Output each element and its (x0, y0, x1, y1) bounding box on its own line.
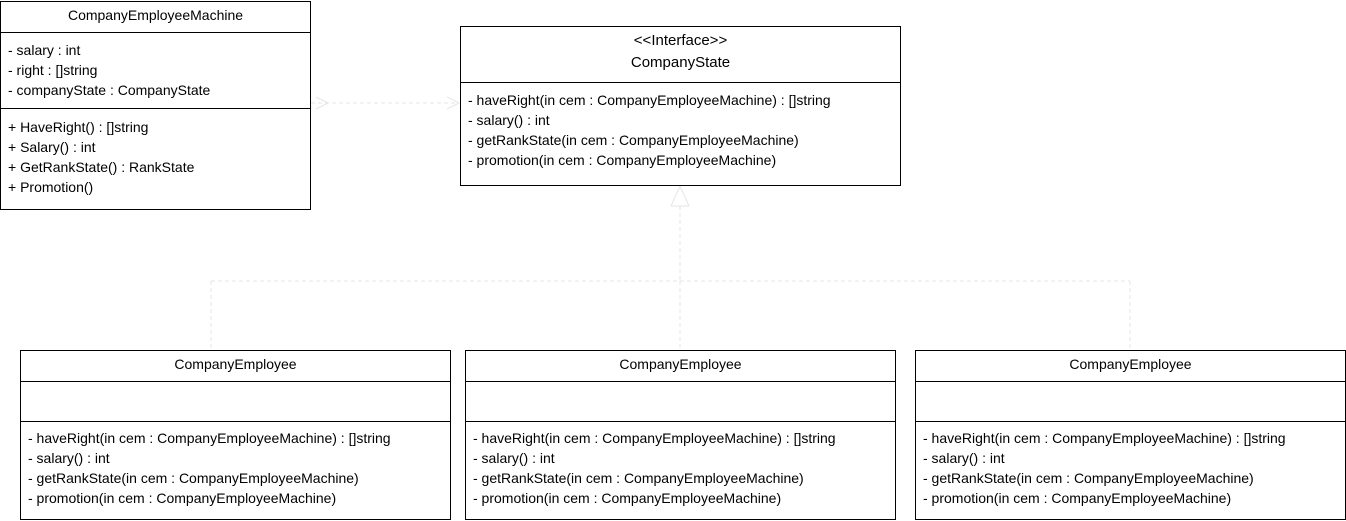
operation: + GetRankState() : RankState (8, 159, 195, 175)
operations-compartment: - haveRight(in cem : CompanyEmployeeMach… (21, 421, 450, 508)
operations-compartment: + HaveRight() : []string + Salary() : in… (1, 108, 310, 197)
class-company-employee-machine[interactable]: CompanyEmployeeMachine - salary : int - … (0, 1, 311, 210)
interface-company-state[interactable]: <<Interface>> CompanyState - haveRight(i… (460, 26, 901, 186)
operation: - haveRight(in cem : CompanyEmployeeMach… (28, 430, 391, 446)
attribute: - companyState : CompanyState (8, 82, 211, 98)
interface-name: CompanyState (630, 54, 731, 71)
operation: - promotion(in cem : CompanyEmployeeMach… (28, 490, 337, 506)
operation: - getRankState(in cem : CompanyEmployeeM… (923, 470, 1254, 486)
realization-arrowhead-hollow (670, 184, 690, 207)
operation: - getRankState(in cem : CompanyEmployeeM… (468, 132, 799, 148)
class-name: CompanyEmployee (466, 351, 895, 382)
operation: - salary() : int (28, 450, 110, 466)
class-company-employee-2[interactable]: CompanyEmployee - haveRight(in cem : Com… (465, 350, 896, 520)
operation: - promotion(in cem : CompanyEmployeeMach… (468, 152, 777, 168)
class-company-employee-1[interactable]: CompanyEmployee - haveRight(in cem : Com… (20, 350, 451, 520)
interface-header: <<Interface>> CompanyState (461, 27, 900, 83)
class-name: CompanyEmployee (21, 351, 450, 382)
operation: - promotion(in cem : CompanyEmployeeMach… (923, 490, 1232, 506)
attributes-compartment (916, 382, 1345, 421)
operation: - haveRight(in cem : CompanyEmployeeMach… (473, 430, 836, 446)
operation: - salary() : int (923, 450, 1005, 466)
attributes-compartment: - salary : int - right : []string - comp… (1, 33, 310, 108)
class-name: CompanyEmployee (916, 351, 1345, 382)
operation: + HaveRight() : []string (8, 119, 149, 135)
operation: - haveRight(in cem : CompanyEmployeeMach… (468, 92, 831, 108)
operation: - getRankState(in cem : CompanyEmployeeM… (28, 470, 359, 486)
attribute: - salary : int (8, 42, 81, 58)
class-name: CompanyEmployeeMachine (1, 2, 310, 33)
stereotype-label: <<Interface>> (633, 32, 728, 49)
attributes-compartment (466, 382, 895, 421)
attributes-compartment (21, 382, 450, 421)
operations-compartment: - haveRight(in cem : CompanyEmployeeMach… (916, 421, 1345, 508)
operation: - promotion(in cem : CompanyEmployeeMach… (473, 490, 782, 506)
operation: + Promotion() (8, 179, 94, 195)
operation: - salary() : int (468, 112, 550, 128)
dependency-tail-marker (315, 96, 330, 110)
operations-compartment: - haveRight(in cem : CompanyEmployeeMach… (466, 421, 895, 508)
dependency-connector (311, 96, 461, 110)
class-company-employee-3[interactable]: CompanyEmployee - haveRight(in cem : Com… (915, 350, 1346, 520)
operation: - haveRight(in cem : CompanyEmployeeMach… (923, 430, 1286, 446)
operation: - getRankState(in cem : CompanyEmployeeM… (473, 470, 804, 486)
dependency-arrowhead-open (446, 96, 461, 110)
operations-compartment: - haveRight(in cem : CompanyEmployeeMach… (461, 83, 900, 170)
realization-connector (210, 184, 1131, 350)
attribute: - right : []string (8, 62, 98, 78)
operation: - salary() : int (473, 450, 555, 466)
operation: + Salary() : int (8, 139, 96, 155)
